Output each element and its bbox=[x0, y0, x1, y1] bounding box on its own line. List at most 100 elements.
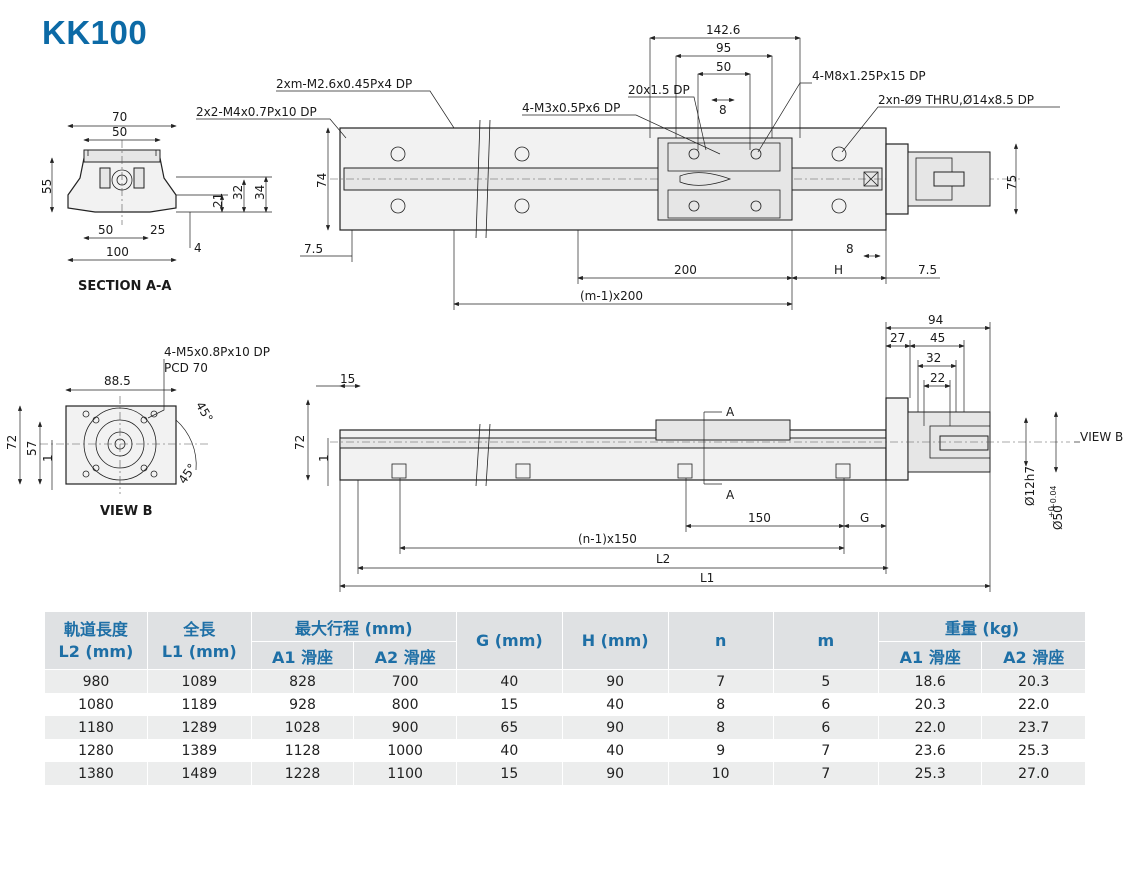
dim-aa-50: 50 bbox=[112, 125, 127, 139]
dim-sv-L2: L2 bbox=[656, 552, 670, 566]
cell: 928 bbox=[250, 693, 355, 716]
cell: 40 bbox=[455, 669, 563, 693]
cell: 1028 bbox=[250, 716, 355, 739]
cell: 1128 bbox=[250, 739, 355, 762]
spec-table: 軌道長度 L2 (mm) 全長 L1 (mm) 最大行程 (mm) G (mm)… bbox=[44, 611, 1087, 785]
cell: 23.7 bbox=[981, 716, 1086, 739]
cell: 700 bbox=[353, 669, 457, 693]
header-l2-unit: L2 (mm) bbox=[58, 641, 134, 661]
dim-aa-21: 21 bbox=[211, 193, 225, 208]
section-arrow-a-top: A bbox=[726, 405, 735, 419]
cell: 1080 bbox=[44, 693, 148, 716]
header-weight-a1: A1 滑座 bbox=[877, 641, 983, 670]
dim-sv-22: 22 bbox=[930, 371, 945, 385]
cell: 10 bbox=[667, 762, 774, 785]
dim-sv-150: 150 bbox=[748, 511, 771, 525]
cell: 15 bbox=[455, 762, 563, 785]
view-b-drawing: 88.5 72 57 1 45° 45° 4-M5x0.8Px10 DP PCD… bbox=[5, 345, 270, 519]
callout-c5: 4-M8x1.25Px15 DP bbox=[812, 69, 926, 83]
dim-sv-tol-lower: +0 bbox=[1047, 506, 1056, 518]
cell: 828 bbox=[250, 669, 355, 693]
cell: 40 bbox=[561, 739, 669, 762]
dim-aa-32: 32 bbox=[231, 185, 245, 200]
cell: 800 bbox=[353, 693, 457, 716]
header-stroke-a2: A2 滑座 bbox=[353, 641, 457, 670]
header-weight: 重量 (kg) bbox=[877, 611, 1087, 642]
cell: 1089 bbox=[146, 669, 252, 693]
dim-sv-50: Ø50 bbox=[1051, 505, 1065, 530]
page-title: KK100 bbox=[42, 14, 148, 51]
header-m: m bbox=[772, 611, 879, 670]
cell: 1280 bbox=[44, 739, 148, 762]
callout-c6: 2xn-Ø9 THRU,Ø14x8.5 DP bbox=[878, 93, 1034, 107]
header-h: H (mm) bbox=[561, 611, 669, 670]
cell: 65 bbox=[455, 716, 563, 739]
dim-sv-45: 45 bbox=[930, 331, 945, 345]
header-n: n bbox=[667, 611, 774, 670]
cell: 20.3 bbox=[877, 693, 983, 716]
cell: 6 bbox=[772, 693, 879, 716]
cell: 7 bbox=[772, 739, 879, 762]
section-aa-label: SECTION A-A bbox=[78, 279, 171, 294]
top-view-drawing: 142.6 95 50 8 74 75 7.5 8 200 H 7.5 (m-1… bbox=[196, 23, 1060, 310]
dim-vb-45-a: 45° bbox=[193, 399, 216, 424]
dim-sv-G: G bbox=[860, 511, 869, 525]
view-b-arrow-label: VIEW B bbox=[1080, 430, 1123, 444]
dim-aa-55: 55 bbox=[40, 179, 54, 194]
cell: 40 bbox=[455, 739, 563, 762]
dim-vb-72: 72 bbox=[5, 435, 19, 450]
dim-74: 74 bbox=[315, 173, 329, 188]
dim-aa-25: 25 bbox=[150, 223, 165, 237]
cell: 8 bbox=[667, 693, 774, 716]
section-arrow-a-bottom: A bbox=[726, 488, 735, 502]
dim-sv-27: 27 bbox=[890, 331, 905, 345]
cell: 22.0 bbox=[981, 693, 1086, 716]
callout-c2: 2x2-M4x0.7Px10 DP bbox=[196, 105, 317, 119]
cell: 7 bbox=[772, 762, 879, 785]
callout-c4: 4-M3x0.5Px6 DP bbox=[522, 101, 620, 115]
cell: 7 bbox=[667, 669, 774, 693]
dim-50: 50 bbox=[716, 60, 731, 74]
cell: 1180 bbox=[44, 716, 148, 739]
cell: 1189 bbox=[146, 693, 252, 716]
dim-sv-1: 1 bbox=[317, 454, 331, 462]
dim-8-top: 8 bbox=[719, 103, 727, 117]
dim-sv-72: 72 bbox=[293, 435, 307, 450]
dim-sv-32: 32 bbox=[926, 351, 941, 365]
cell: 1100 bbox=[353, 762, 457, 785]
cell: 90 bbox=[561, 669, 669, 693]
cell: 27.0 bbox=[981, 762, 1086, 785]
cell: 20.3 bbox=[981, 669, 1086, 693]
header-stroke: 最大行程 (mm) bbox=[250, 611, 457, 642]
cell: 90 bbox=[561, 762, 669, 785]
section-aa-drawing: 70 50 55 21 32 34 50 25 100 4 SECTION A-… bbox=[40, 110, 272, 294]
side-view-drawing: 15 72 1 94 27 45 32 22 150 G (n-1)x150 L… bbox=[293, 313, 1123, 592]
cell: 1389 bbox=[146, 739, 252, 762]
dim-7-5-right: 7.5 bbox=[918, 263, 937, 277]
dim-H: H bbox=[834, 263, 843, 277]
header-weight-a2: A2 滑座 bbox=[981, 641, 1086, 670]
dim-200: 200 bbox=[674, 263, 697, 277]
cell: 5 bbox=[772, 669, 879, 693]
cell: 1489 bbox=[146, 762, 252, 785]
dim-aa-4: 4 bbox=[194, 241, 202, 255]
cell: 6 bbox=[772, 716, 879, 739]
cell: 23.6 bbox=[877, 739, 983, 762]
dim-vb-88-5: 88.5 bbox=[104, 374, 131, 388]
dim-142-6: 142.6 bbox=[706, 23, 740, 37]
dim-75: 75 bbox=[1005, 175, 1019, 190]
callout-c3: 20x1.5 DP bbox=[628, 83, 690, 97]
header-l2: 軌道長度 L2 (mm) bbox=[44, 611, 148, 670]
dim-aa-34: 34 bbox=[253, 185, 267, 200]
cell: 22.0 bbox=[877, 716, 983, 739]
header-l1: 全長 L1 (mm) bbox=[146, 611, 252, 670]
header-l1-text: 全長 bbox=[183, 619, 216, 639]
cell: 40 bbox=[561, 693, 669, 716]
dim-aa-b50: 50 bbox=[98, 223, 113, 237]
dim-95: 95 bbox=[716, 41, 731, 55]
cell: 1380 bbox=[44, 762, 148, 785]
